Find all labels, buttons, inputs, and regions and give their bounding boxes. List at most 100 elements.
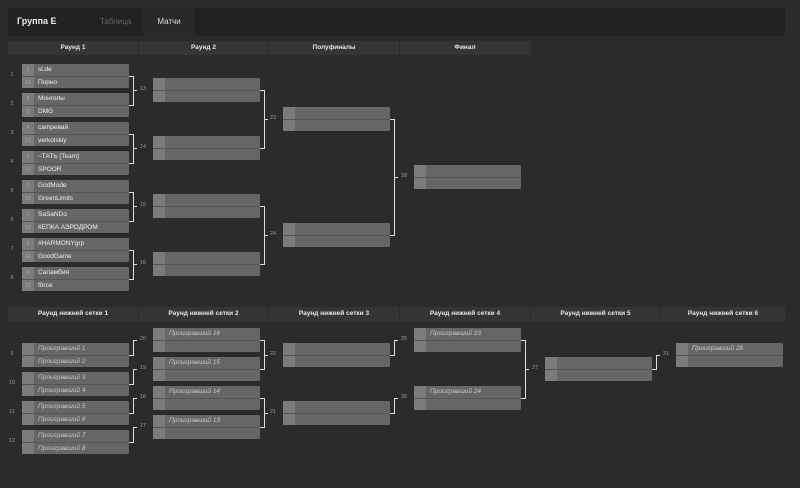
participant-row[interactable] [283, 413, 390, 425]
participant-row[interactable]: Проигравший 13 [153, 415, 260, 427]
match-box[interactable] [153, 136, 260, 160]
participant-row[interactable] [283, 107, 390, 119]
match-box[interactable]: Проигравший 24 [414, 386, 521, 410]
participant-row[interactable]: 5~ТАТЬ [Team] [22, 151, 129, 163]
participant-row[interactable] [153, 427, 260, 439]
participant-row[interactable]: Проигравший 4 [22, 384, 129, 396]
team-name: #HARMONYgrp [38, 240, 85, 247]
match-box[interactable]: Проигравший 13 [153, 415, 260, 439]
participant-row[interactable] [153, 136, 260, 148]
match-box[interactable] [283, 343, 390, 367]
participant-row[interactable]: Проигравший 8 [22, 442, 129, 454]
team-name: Порно [38, 79, 58, 86]
match-box[interactable]: Проигравший 16 [153, 328, 260, 352]
participant-row[interactable] [283, 235, 390, 247]
participant-row[interactable] [414, 177, 521, 189]
participant-row[interactable]: Проигравший 15 [153, 357, 260, 369]
participant-row[interactable]: Проигравший 16 [153, 328, 260, 340]
participant-row[interactable] [153, 206, 260, 218]
participant-row[interactable] [414, 165, 521, 177]
participant-row[interactable] [153, 398, 260, 410]
participant-row[interactable] [153, 252, 260, 264]
participant-row[interactable]: Проигравший 24 [414, 386, 521, 398]
match-box[interactable] [153, 194, 260, 218]
participant-row[interactable] [153, 340, 260, 352]
connector-line [394, 340, 395, 356]
participant-row[interactable] [153, 369, 260, 381]
participant-row[interactable]: Проигравший 28 [676, 343, 783, 355]
match-box[interactable] [414, 165, 521, 189]
participant-row[interactable] [283, 223, 390, 235]
match-box[interactable]: Проигравший 15 [153, 357, 260, 381]
participant-row[interactable] [153, 264, 260, 276]
match-box[interactable] [283, 223, 390, 247]
seed-cell [414, 341, 426, 352]
participant-row[interactable] [153, 148, 260, 160]
match-box[interactable]: Проигравший 28 [676, 343, 783, 367]
participant-row[interactable] [414, 340, 521, 352]
participant-row[interactable] [545, 369, 652, 381]
match-box[interactable] [153, 252, 260, 276]
match-number: 18 [139, 394, 147, 400]
participant-row[interactable]: Проигравший 1 [22, 343, 129, 355]
seed-cell [153, 91, 165, 102]
participant-row[interactable]: Проигравший 5 [22, 401, 129, 413]
match-box[interactable] [283, 401, 390, 425]
lower-round-header: Раунд нижней сетки 5 [531, 307, 660, 321]
participant-row[interactable]: 3#HARMONYgrp [22, 238, 129, 250]
match-box[interactable] [545, 357, 652, 381]
participant-row[interactable] [545, 357, 652, 369]
participant-row[interactable] [283, 119, 390, 131]
match-box[interactable] [283, 107, 390, 131]
participant-row[interactable]: Проигравший 2 [22, 355, 129, 367]
seed-cell [283, 223, 295, 235]
match-box[interactable]: Проигравший 23 [414, 328, 521, 352]
match-number: 22 [269, 351, 277, 357]
match-box[interactable] [153, 78, 260, 102]
connector-line [656, 355, 657, 370]
participant-row[interactable]: Проигравший 23 [414, 328, 521, 340]
participant-row[interactable] [676, 355, 783, 367]
participant-row[interactable] [153, 90, 260, 102]
seed-cell [283, 414, 295, 425]
participant-row[interactable] [414, 398, 521, 410]
participant-row[interactable] [283, 401, 390, 413]
participant-row[interactable]: Проигравший 14 [153, 386, 260, 398]
tab-table[interactable]: Таблица [100, 17, 132, 26]
participant-row[interactable] [153, 194, 260, 206]
participant-row[interactable]: Проигравший 7 [22, 430, 129, 442]
match-box[interactable]: Проигравший 14 [153, 386, 260, 410]
tab-matches[interactable]: Матчи [143, 8, 195, 36]
participant-row[interactable] [283, 355, 390, 367]
participant-row[interactable] [283, 343, 390, 355]
participant-row[interactable]: Проигравший 3 [22, 372, 129, 384]
participant-row[interactable] [153, 78, 260, 90]
participant-row[interactable]: Проигравший 6 [22, 413, 129, 425]
